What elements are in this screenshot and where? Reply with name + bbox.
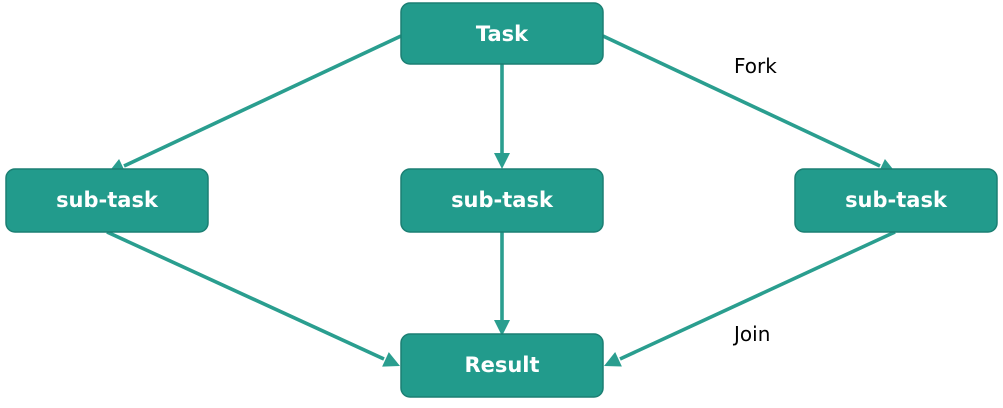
arrow-head-icon: [604, 352, 622, 367]
edge-subtask-left-to-result: [106, 230, 400, 367]
node-subtask-left: sub-task: [5, 168, 209, 233]
edge-task-to-subtask-left: [108, 34, 402, 174]
arrow-head-icon: [494, 320, 510, 336]
fork-annotation: Fork: [734, 54, 777, 78]
node-subtask-right-label: sub-task: [845, 188, 948, 212]
arrow-head-icon: [494, 153, 510, 169]
edge-subtask-middle-to-result: [494, 232, 510, 336]
node-subtask-left-label: sub-task: [56, 188, 159, 212]
arrow-head-icon: [382, 352, 400, 367]
node-result-label: Result: [464, 353, 539, 377]
edge-subtask-right-to-result: [604, 230, 896, 367]
node-subtask-right: sub-task: [794, 168, 998, 233]
node-task-label: Task: [476, 22, 529, 46]
edges: [106, 34, 896, 367]
node-task: Task: [400, 2, 604, 65]
join-annotation: Join: [732, 322, 770, 346]
node-result: Result: [400, 333, 604, 398]
node-subtask-middle-label: sub-task: [451, 188, 554, 212]
edge-task-to-subtask-middle: [494, 64, 510, 169]
node-subtask-middle: sub-task: [400, 168, 604, 233]
